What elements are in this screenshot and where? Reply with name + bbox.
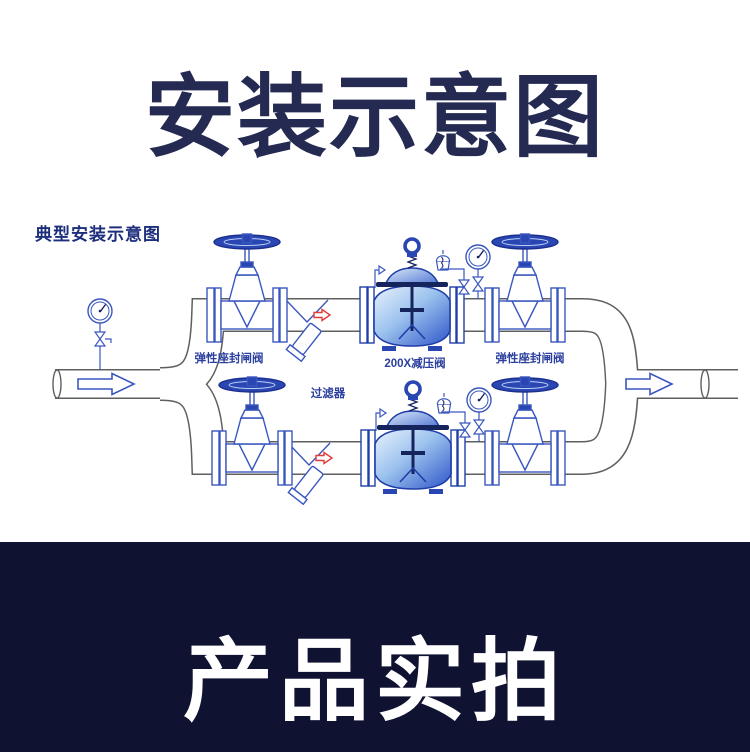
inlet-flow-arrow-icon xyxy=(77,372,136,396)
page-title: 安装示意图 xyxy=(145,68,605,168)
reducing-valve-top xyxy=(358,237,466,353)
label-strainer: 过滤器 xyxy=(311,386,346,400)
gate-valve-bottom-right xyxy=(484,376,566,486)
gate-valve-top-right xyxy=(484,233,566,343)
label-gate-valve-left: 弹性座封闸阀 xyxy=(195,351,264,365)
outlet-pipe-break xyxy=(700,369,710,399)
inlet-pressure-gauge xyxy=(88,299,112,370)
diagram-caption: 典型安装示意图 xyxy=(35,225,161,244)
reducing-valve-bottom xyxy=(359,380,467,496)
footer-band: 产品实拍 xyxy=(0,542,750,752)
label-reducing-valve: 200X减压阀 xyxy=(384,356,445,370)
inlet-pipe-break xyxy=(52,369,62,399)
installation-diagram: 弹性座封闸阀 200X减压阀 弹性座封闸阀 过滤器 xyxy=(52,233,739,505)
outlet-flow-arrow-icon xyxy=(625,372,674,396)
footer-title: 产品实拍 xyxy=(183,632,567,732)
label-gate-valve-right: 弹性座封闸阀 xyxy=(496,351,565,365)
gate-valve-top-left xyxy=(206,233,288,343)
gate-valve-bottom-left xyxy=(211,376,293,486)
